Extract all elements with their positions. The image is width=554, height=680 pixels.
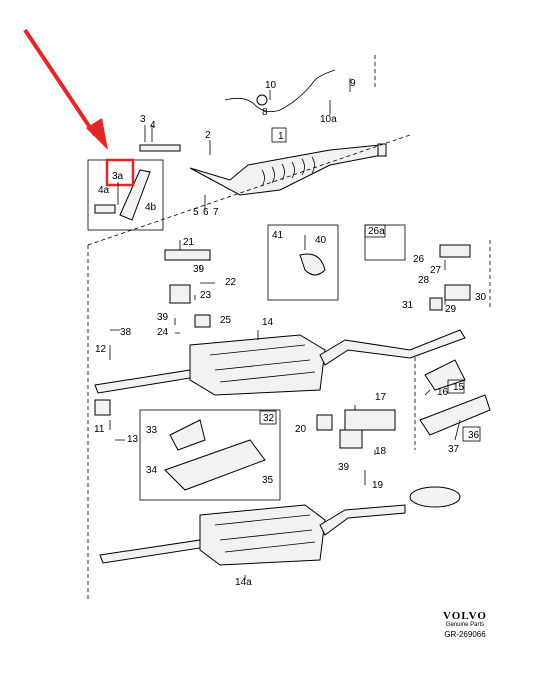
label-15-box — [447, 379, 465, 394]
label-4: 4 — [150, 120, 156, 131]
label-3a: 3a — [112, 171, 124, 182]
rear-silencer — [94, 329, 466, 396]
lambda-sensor — [256, 94, 268, 106]
volvo-logo-text: VOLVO — [443, 610, 487, 622]
label-33: 33 — [146, 425, 158, 436]
damper-20 — [316, 414, 333, 431]
label-11: 11 — [94, 424, 105, 435]
tailpipe-inset-box — [139, 409, 281, 501]
label-3: 3 — [140, 114, 146, 125]
label-6: 6 — [203, 207, 209, 218]
hanger-18 — [339, 429, 363, 449]
label-8: 8 — [262, 107, 268, 118]
hanger-rubber-23 — [169, 284, 191, 304]
hanger-30 — [444, 284, 471, 301]
label-10a: 10a — [320, 114, 337, 125]
label-37: 37 — [448, 444, 460, 455]
rear-silencer-alt — [99, 486, 461, 566]
damper-25 — [194, 314, 211, 328]
group-outline-right — [414, 240, 491, 450]
stud-bolt — [139, 144, 181, 152]
label-1: 1 — [278, 131, 284, 142]
lambda-sensor-cable — [224, 69, 336, 113]
label-26a: 26a — [368, 226, 385, 237]
red-pointer-arrow — [23, 28, 108, 150]
bracket-rubber — [94, 204, 116, 214]
label-21: 21 — [183, 237, 195, 248]
label-9: 9 — [350, 78, 356, 89]
label-18: 18 — [375, 446, 387, 457]
label-2: 2 — [205, 130, 211, 141]
label-16: 16 — [437, 387, 449, 398]
leader-lines — [109, 78, 461, 580]
bracket-17 — [344, 409, 396, 431]
label-30: 30 — [475, 292, 487, 303]
label-19: 19 — [372, 480, 384, 491]
catalytic-converter — [189, 143, 387, 196]
diagram-reference: GR-269066 — [444, 630, 486, 639]
highlight-box-3a — [105, 158, 135, 187]
label-15: 15 — [453, 382, 465, 393]
label-28: 28 — [418, 275, 430, 286]
tailpipe-tip-34 — [164, 439, 266, 491]
label-40: 40 — [315, 235, 327, 246]
label-13: 13 — [127, 434, 139, 445]
label-32-box — [259, 410, 277, 425]
damper-31 — [429, 297, 443, 311]
label-14: 14 — [262, 317, 274, 328]
label-39-upper: 39 — [193, 264, 205, 275]
group-outline-upper — [87, 55, 411, 600]
label-39-middle: 39 — [157, 312, 169, 323]
hanger-21 — [164, 249, 211, 261]
clamp-40 — [299, 253, 326, 276]
label-14a: 14a — [235, 577, 252, 588]
tailpipe-36 — [419, 394, 491, 436]
label-12: 12 — [95, 344, 107, 355]
tailpipe-15 — [424, 359, 466, 391]
label-23: 23 — [200, 290, 212, 301]
clamp-inset-box — [267, 224, 339, 301]
label-10: 10 — [265, 80, 277, 91]
bracket-26 — [439, 244, 471, 258]
label-41: 41 — [272, 230, 284, 241]
label-22: 22 — [225, 277, 237, 288]
genuine-parts-text: Genuine Parts — [445, 622, 485, 628]
label-7: 7 — [213, 207, 219, 218]
label-24: 24 — [157, 327, 169, 338]
tailpipe-tip-33 — [169, 419, 206, 451]
label-36-box — [462, 426, 481, 442]
label-25: 25 — [220, 315, 232, 326]
label-38: 38 — [120, 327, 132, 338]
label-26a-box — [364, 224, 386, 238]
label-31: 31 — [402, 300, 414, 311]
label-39-lower: 39 — [338, 462, 350, 473]
clamp-11 — [94, 399, 111, 416]
label-4b: 4b — [145, 202, 157, 213]
label-20: 20 — [295, 424, 307, 435]
label-17: 17 — [375, 392, 387, 403]
label-5: 5 — [193, 207, 199, 218]
label-35: 35 — [262, 475, 274, 486]
label-29: 29 — [445, 304, 457, 315]
label-26: 26 — [413, 254, 425, 265]
label-4a: 4a — [98, 185, 110, 196]
label-34: 34 — [146, 465, 158, 476]
label-1-box — [271, 127, 287, 143]
label-32: 32 — [263, 413, 275, 424]
label-36: 36 — [468, 430, 480, 441]
label-27: 27 — [430, 265, 442, 276]
